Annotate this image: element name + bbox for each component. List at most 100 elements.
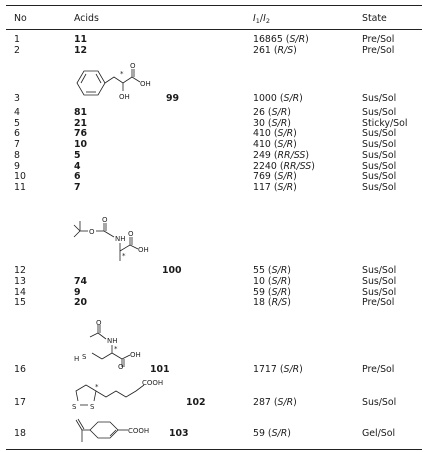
oh-label-101: OH xyxy=(130,351,141,359)
ratio-value: 287 xyxy=(253,397,271,408)
ratio-config: S/R xyxy=(277,128,294,139)
ratio-paren-close: ) xyxy=(305,150,309,161)
o-label-carbonyl: O xyxy=(102,216,108,224)
row-state: Pre/Sol xyxy=(362,364,395,375)
row-state: Sus/Sol xyxy=(362,171,397,182)
row-state: Sticky/Sol xyxy=(362,118,408,129)
row-acid: 101 xyxy=(150,364,170,375)
oh-label-2: OH xyxy=(140,80,151,88)
row-acid: 74 xyxy=(74,276,88,287)
ratio-paren-close: ) xyxy=(287,297,291,308)
ratio-value: 1717 xyxy=(253,364,277,375)
ratio-value: 249 xyxy=(253,150,271,161)
stereo-star-102: * xyxy=(95,383,99,391)
s-label-2: S xyxy=(90,403,95,411)
row-acid: 5 xyxy=(74,150,81,161)
row-ratio: 261 (R/S) xyxy=(253,45,297,56)
row-ratio: 410 (S/R) xyxy=(253,128,297,139)
ratio-paren-open: ( xyxy=(264,428,272,439)
ratio-paren-close: ) xyxy=(293,128,297,139)
row-no: 10 xyxy=(14,171,26,182)
structure-99: * OH O OH xyxy=(76,62,151,101)
ratio-sep: / xyxy=(259,13,264,24)
ratio-paren-open: ( xyxy=(270,397,278,408)
header-no: No xyxy=(14,13,27,24)
row-no: 15 xyxy=(14,297,26,308)
ratio-config: S/R xyxy=(271,265,288,276)
row-acid: 12 xyxy=(74,45,88,56)
row-ratio: 16865 (S/R) xyxy=(253,34,309,45)
ratio-value: 18 xyxy=(253,297,265,308)
row-state: Sus/Sol xyxy=(362,265,397,276)
row-no: 3 xyxy=(14,93,20,104)
row-ratio: 30 (S/R) xyxy=(253,118,291,129)
ratio-paren-close: ) xyxy=(293,171,297,182)
row-state: Gel/Sol xyxy=(362,428,396,439)
nh-label: NH xyxy=(115,235,126,243)
ratio-paren-open: ( xyxy=(270,128,278,139)
ratio-config: R/S xyxy=(277,45,294,56)
ratio-config: S/R xyxy=(277,182,294,193)
row-ratio: 287 (S/R) xyxy=(253,397,297,408)
row-acid: 76 xyxy=(74,128,88,139)
ratio-value: 26 xyxy=(253,107,265,118)
ratio-paren-open: ( xyxy=(270,171,278,182)
ratio-paren-open: ( xyxy=(276,364,284,375)
nh-label-101: NH xyxy=(107,337,118,345)
row-acid: 20 xyxy=(74,297,88,308)
ratio-paren-open: ( xyxy=(264,287,272,298)
ratio-value: 117 xyxy=(253,182,271,193)
row-no: 6 xyxy=(14,128,20,139)
ratio-sub1: 1 xyxy=(255,17,260,25)
ratio-i2: I xyxy=(263,13,266,24)
ratio-config: S/R xyxy=(271,107,288,118)
ratio-config: S/R xyxy=(277,139,294,150)
cyclohexene-ring xyxy=(89,421,119,439)
ratio-i1: I xyxy=(253,13,256,24)
top-rule xyxy=(6,5,422,6)
cooh-label-103: COOH xyxy=(128,427,149,435)
row-state: Sus/Sol xyxy=(362,182,397,193)
row-no: 7 xyxy=(14,139,20,150)
row-state: Sus/Sol xyxy=(362,128,397,139)
row-state: Sus/Sol xyxy=(362,161,397,172)
row-ratio: 18 (R/S) xyxy=(253,297,291,308)
ratio-config: R/S xyxy=(271,297,288,308)
ratio-value: 769 xyxy=(253,171,271,182)
row-no: 4 xyxy=(14,107,20,118)
o-label-acid: O xyxy=(128,230,134,238)
row-state: Sus/Sol xyxy=(362,139,397,150)
row-no: 13 xyxy=(14,276,26,287)
row-state: Pre/Sol xyxy=(362,45,395,56)
row-ratio: 26 (S/R) xyxy=(253,107,291,118)
row-state: Sus/Sol xyxy=(362,107,397,118)
row-ratio: 2240 (RR/SS) xyxy=(253,161,315,172)
row-acid: 103 xyxy=(169,428,189,439)
ratio-value: 59 xyxy=(253,428,265,439)
structure-100: O O NH O OH * xyxy=(73,216,149,261)
oh-label-100: OH xyxy=(138,246,149,254)
row-ratio: 769 (S/R) xyxy=(253,171,297,182)
row-ratio: 59 (S/R) xyxy=(253,428,291,439)
row-no: 18 xyxy=(14,428,26,439)
ratio-paren-close: ) xyxy=(287,276,291,287)
ratio-paren-close: ) xyxy=(293,45,297,56)
row-ratio: 249 (RR/SS) xyxy=(253,150,309,161)
ratio-value: 59 xyxy=(253,287,265,298)
cooh-label-102: COOH xyxy=(142,379,163,387)
row-acid: 21 xyxy=(74,118,88,129)
ratio-value: 261 xyxy=(253,45,271,56)
ratio-paren-open: ( xyxy=(282,34,290,45)
row-state: Sus/Sol xyxy=(362,276,397,287)
dithiolane-ring xyxy=(75,384,97,402)
ratio-paren-close: ) xyxy=(311,161,315,172)
header-ratio: I1/I2 xyxy=(253,13,270,24)
ratio-value: 410 xyxy=(253,139,271,150)
ratio-paren-open: ( xyxy=(264,118,272,129)
header-rule xyxy=(6,29,422,30)
ratio-paren-open: ( xyxy=(270,45,278,56)
ratio-paren-close: ) xyxy=(299,93,303,104)
ratio-paren-open: ( xyxy=(264,276,272,287)
row-state: Sus/Sol xyxy=(362,93,397,104)
ratio-paren-open: ( xyxy=(270,139,278,150)
